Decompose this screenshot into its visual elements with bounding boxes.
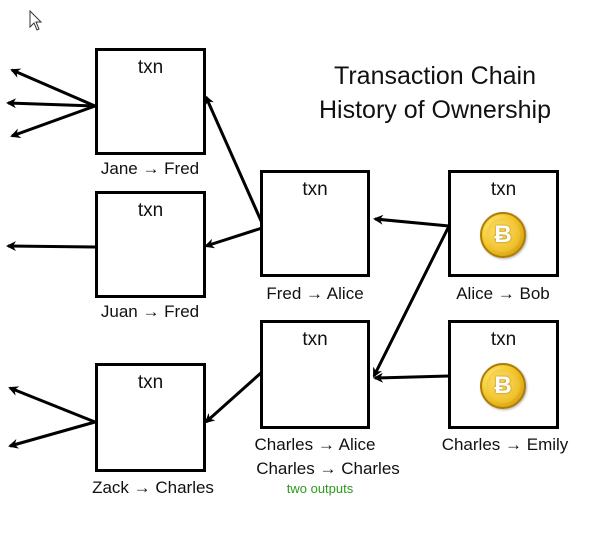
txn-box-title: txn [490,329,517,350]
arrow-juan-out [6,241,96,252]
txn-box-title: txn [302,179,328,200]
diagram-title: Transaction Chain [334,62,536,90]
txn-box-title: txn [137,57,164,78]
txn-label-charles-emily: Charles → Emily [441,435,569,454]
arrow-jane-out-3 [10,104,96,138]
bitcoin-symbol: Ƀ [486,369,520,403]
txn-label-zack-charles: Zack → Charles [92,478,214,497]
bitcoin-icon: Ƀ [480,363,526,409]
bitcoin-icon: Ƀ [480,212,526,258]
arrow-zack-out-2 [8,420,96,449]
txn-label-jane-fred: Jane → Fred [100,159,200,178]
arrow-emily-to-charles [373,372,450,383]
txn-box-charles-emily: txn Ƀ [448,320,559,429]
txn-label-charles-alice: Charles → Alice [254,435,376,454]
txn-box-fred-alice: txn [260,170,370,277]
arrow-alicebob-to-charles [372,225,451,378]
diagram-subtitle: History of Ownership [318,96,552,124]
arrow-zack-out-1 [8,386,96,424]
txn-box-zack-charles: txn [95,363,206,472]
arrow-charles-to-zack [204,370,263,424]
two-outputs-note: two outputs [286,481,354,496]
txn-box-title: txn [490,179,517,200]
txn-box-juan-fred: txn [95,191,206,298]
arrow-jane-out-1 [10,68,96,108]
bitcoin-symbol: Ƀ [486,218,520,252]
mouse-cursor-icon [29,10,43,31]
txn-label-juan-fred: Juan → Fred [100,302,200,321]
arrow-alicebob-to-fred [373,214,450,228]
arrow-fred-to-jane [204,95,264,224]
txn-box-jane-fred: txn [95,48,206,155]
txn-box-title: txn [302,329,328,350]
txn-label-alice-bob: Alice → Bob [456,284,550,303]
arrow-jane-out-2 [6,98,96,109]
txn-label-fred-alice: Fred → Alice [266,284,364,303]
txn-box-charles-two-outputs: txn [260,320,370,429]
txn-box-alice-bob: txn Ƀ [448,170,559,277]
txn-box-title: txn [137,372,164,393]
arrow-fred-to-juan [204,226,263,249]
txn-label-charles-charles: Charles → Charles [256,459,400,478]
txn-box-title: txn [137,200,164,221]
